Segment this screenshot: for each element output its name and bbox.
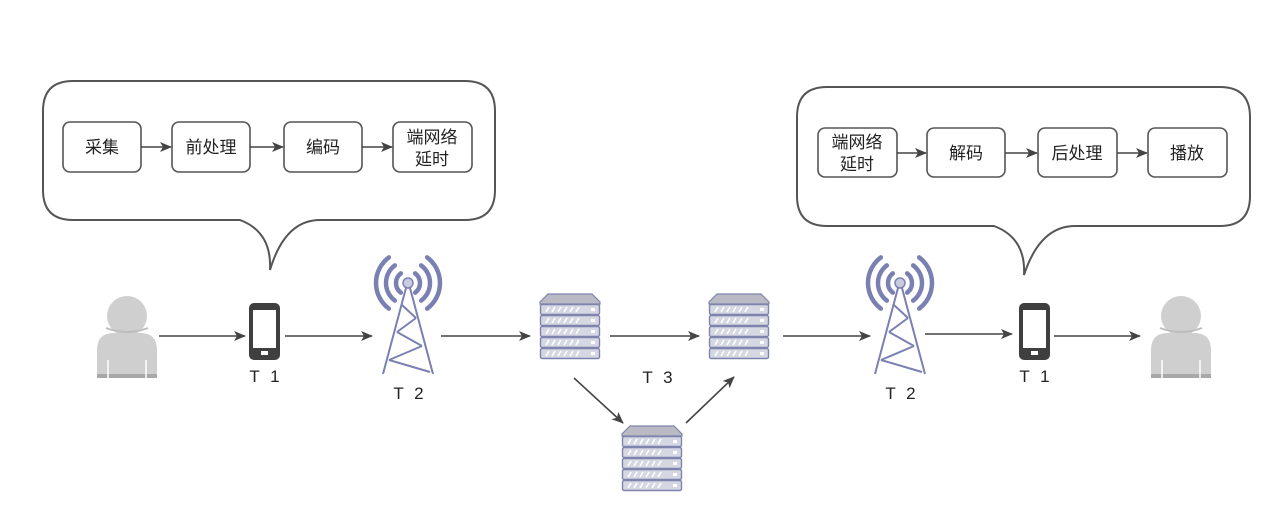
step-label-line2: 延时 bbox=[840, 155, 874, 175]
server-rack-unit bbox=[539, 325, 601, 338]
server-rack-unit bbox=[539, 347, 601, 360]
sender-pipeline: 采集 前处理 编码 端网络 延时 bbox=[62, 121, 473, 173]
server-rack-unit bbox=[539, 303, 601, 316]
server-rack-unit bbox=[539, 336, 601, 349]
signal-wave bbox=[865, 255, 884, 311]
server-rack-unit bbox=[621, 435, 683, 448]
path-arrow bbox=[685, 376, 735, 424]
server-rack-unit bbox=[621, 468, 683, 481]
pipeline-step-network-delay: 端网络 延时 bbox=[817, 127, 898, 178]
server-rack-unit bbox=[708, 347, 770, 360]
t3-label: T 3 bbox=[642, 368, 675, 387]
step-label-line2: 延时 bbox=[415, 150, 449, 170]
server-rack-unit bbox=[708, 303, 770, 316]
edge-server-icon bbox=[708, 293, 770, 360]
pipeline-step-playback: 播放 bbox=[1147, 127, 1228, 178]
t1-sender-label: T 1 bbox=[249, 367, 282, 386]
receiver-bubble bbox=[796, 86, 1251, 276]
step-label: 解码 bbox=[949, 144, 983, 164]
server-rack-unit bbox=[708, 325, 770, 338]
t2-receiver-label: T 2 bbox=[885, 384, 918, 403]
signal-wave bbox=[412, 271, 423, 295]
relay-server-icon bbox=[621, 425, 683, 492]
receiver-cell-tower-icon bbox=[865, 255, 935, 375]
sender-person-icon bbox=[97, 296, 157, 378]
path-arrow bbox=[573, 377, 624, 424]
step-label-line1: 端网络 bbox=[407, 128, 458, 148]
signal-wave bbox=[885, 271, 896, 295]
step-label: 编码 bbox=[306, 138, 340, 158]
server-rack-unit bbox=[539, 314, 601, 327]
signal-wave bbox=[424, 255, 443, 311]
server-rack-unit bbox=[621, 457, 683, 470]
receiver-pipeline: 端网络 延时 解码 后处理 播放 bbox=[817, 127, 1228, 178]
step-label-line1: 端网络 bbox=[832, 133, 883, 153]
t1-receiver-label: T 1 bbox=[1019, 367, 1052, 386]
step-label: 采集 bbox=[85, 138, 119, 158]
pipeline-step-postprocess: 后处理 bbox=[1037, 127, 1118, 178]
signal-wave bbox=[875, 263, 890, 303]
pipeline-step-decode: 解码 bbox=[926, 127, 1006, 178]
receiver-person-icon bbox=[1151, 296, 1211, 378]
t2-sender-label: T 2 bbox=[393, 384, 426, 403]
signal-wave bbox=[910, 263, 925, 303]
step-label: 播放 bbox=[1170, 144, 1204, 164]
server-rack-unit bbox=[621, 479, 683, 492]
server-rack-unit bbox=[708, 314, 770, 327]
pipeline-step-network-delay: 端网络 延时 bbox=[392, 121, 473, 173]
signal-wave bbox=[393, 271, 404, 295]
step-label: 前处理 bbox=[186, 138, 237, 158]
server-rack-unit bbox=[708, 336, 770, 349]
edge-server-icon bbox=[539, 293, 601, 360]
signal-wave bbox=[373, 255, 392, 311]
signal-wave bbox=[904, 271, 915, 295]
signal-wave bbox=[383, 263, 398, 303]
pipeline-step-capture: 采集 bbox=[62, 121, 142, 173]
pipeline-step-encode: 编码 bbox=[283, 121, 363, 173]
receiver-phone-icon bbox=[1019, 303, 1050, 360]
signal-wave bbox=[418, 263, 433, 303]
sender-phone-icon bbox=[249, 303, 280, 360]
sender-cell-tower-icon bbox=[373, 255, 443, 375]
step-label: 后处理 bbox=[1052, 144, 1103, 164]
pipeline-step-preprocess: 前处理 bbox=[171, 121, 251, 173]
sender-bubble bbox=[42, 80, 496, 271]
server-rack-unit bbox=[621, 446, 683, 459]
signal-wave bbox=[916, 255, 935, 311]
